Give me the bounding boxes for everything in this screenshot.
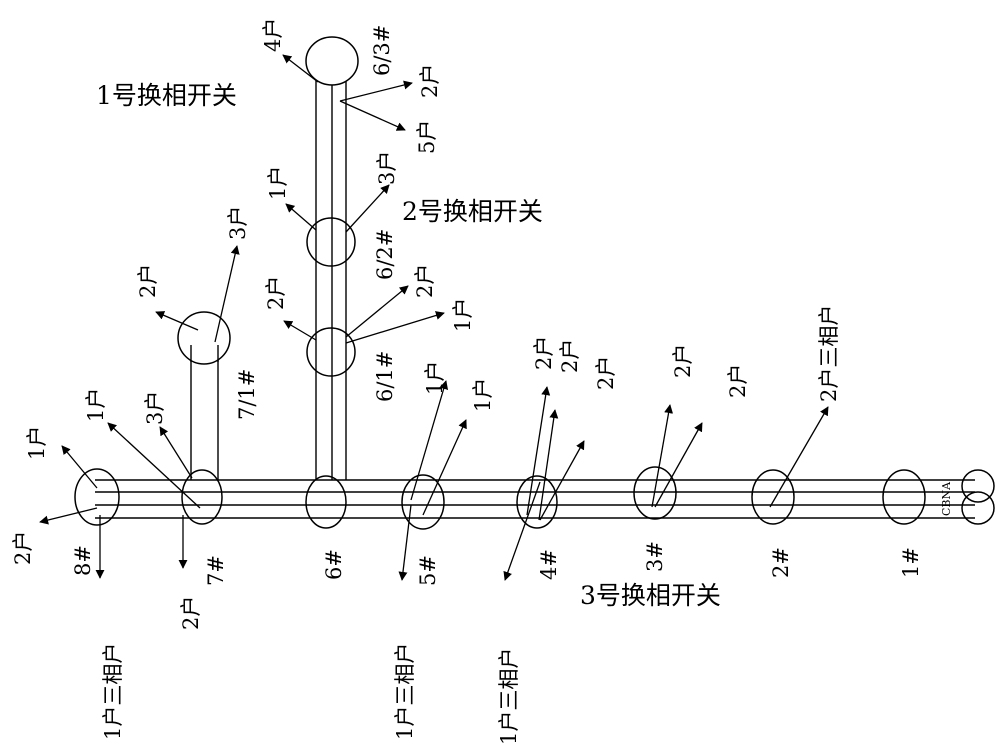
load-label: 2户 bbox=[558, 339, 582, 373]
switch-label-2: 2号换相开关 bbox=[402, 197, 543, 226]
load-label: 2户 bbox=[413, 264, 437, 298]
pole-6-3 bbox=[305, 36, 359, 86]
pole-label-6-2: 6/2# bbox=[373, 229, 397, 280]
drop-4-b bbox=[538, 409, 559, 521]
load-label: 2户 bbox=[179, 596, 203, 630]
load-label: 2户三相户 bbox=[817, 305, 841, 402]
load-label: 3户 bbox=[226, 206, 250, 240]
pole-3 bbox=[633, 466, 677, 520]
pole-label-3: 3# bbox=[643, 541, 667, 572]
pole-label-7-1: 7/1# bbox=[235, 369, 259, 420]
load-label: 5户 bbox=[415, 120, 439, 154]
transformer-phases: CBNA bbox=[940, 481, 953, 516]
switch-label-1: 1号换相开关 bbox=[96, 81, 237, 110]
load-label: 2户 bbox=[136, 264, 160, 298]
drop-2-up bbox=[769, 406, 829, 508]
pole-4 bbox=[516, 475, 558, 529]
drop-4-a bbox=[526, 386, 551, 516]
drop-71-b bbox=[214, 245, 240, 343]
drop-61-c bbox=[345, 311, 445, 344]
pole-1 bbox=[882, 469, 926, 525]
switch-label-3: 3号换相开关 bbox=[580, 581, 721, 610]
drop-8-a bbox=[61, 445, 98, 489]
pole-label-4: 4# bbox=[537, 549, 561, 580]
drop-63-b bbox=[339, 80, 413, 102]
pole-label-7: 7# bbox=[204, 555, 228, 586]
branch-7 bbox=[190, 345, 219, 480]
drop-3-a bbox=[651, 404, 674, 508]
drop-8-b bbox=[39, 507, 98, 525]
drop-71-a bbox=[155, 311, 199, 331]
pole-2 bbox=[751, 469, 795, 525]
drop-4-down bbox=[503, 481, 541, 581]
load-label: 1户三相户 bbox=[393, 643, 417, 740]
load-label: 2户 bbox=[594, 356, 618, 390]
drop-5-b bbox=[422, 419, 467, 516]
load-label: 2户 bbox=[726, 364, 750, 398]
drop-62-a bbox=[285, 203, 317, 231]
pole-label-5: 5# bbox=[416, 555, 440, 586]
load-label: 4户 bbox=[261, 18, 285, 52]
load-label: 1户 bbox=[451, 298, 475, 332]
pole-label-6-1: 6/1# bbox=[373, 351, 397, 402]
load-label: 3户 bbox=[143, 391, 167, 425]
transformer-icon bbox=[961, 469, 995, 525]
drop-63-a bbox=[282, 54, 319, 83]
branch-6 bbox=[315, 68, 347, 480]
load-label: 1户 bbox=[266, 166, 290, 200]
pole-8 bbox=[74, 468, 120, 526]
main-line bbox=[95, 479, 975, 519]
service-drops bbox=[39, 54, 829, 581]
load-label: 1户 bbox=[423, 361, 447, 395]
drop-61-a bbox=[283, 320, 317, 341]
pole-label-8: 8# bbox=[71, 545, 95, 576]
load-label: 2户 bbox=[264, 276, 288, 310]
drop-7-a bbox=[107, 422, 201, 509]
pole-6-2 bbox=[306, 217, 356, 267]
load-label: 1户三相户 bbox=[101, 643, 125, 740]
drop-4-c bbox=[539, 440, 585, 521]
load-label: 1户 bbox=[84, 388, 108, 422]
pole-label-2: 2# bbox=[769, 547, 793, 578]
load-label: 2户 bbox=[418, 64, 442, 98]
pole-6 bbox=[305, 475, 347, 529]
load-label: 2户 bbox=[671, 344, 695, 378]
drop-62-b bbox=[345, 184, 390, 233]
pole-7 bbox=[181, 469, 223, 525]
drop-5-down bbox=[398, 504, 412, 581]
load-label: 3户 bbox=[375, 151, 399, 185]
drop-5-a bbox=[410, 380, 449, 501]
load-label: 1户 bbox=[25, 426, 49, 460]
load-label: 2户 bbox=[11, 531, 35, 565]
pole-label-6-3: 6/3# bbox=[370, 25, 394, 76]
drop-3-b bbox=[654, 422, 703, 508]
drop-7-b bbox=[159, 426, 193, 479]
load-label: 1户 bbox=[471, 378, 495, 412]
load-label: 1户三相户 bbox=[497, 648, 521, 745]
pole-6-1 bbox=[306, 327, 356, 377]
drop-63-c bbox=[339, 100, 406, 131]
load-label: 2户 bbox=[532, 336, 556, 370]
pole-7-1 bbox=[177, 311, 231, 365]
pole-label-6: 6# bbox=[322, 549, 346, 580]
drop-61-b bbox=[345, 285, 409, 338]
pole-5 bbox=[401, 474, 445, 530]
pole-label-1: 1# bbox=[899, 547, 923, 578]
